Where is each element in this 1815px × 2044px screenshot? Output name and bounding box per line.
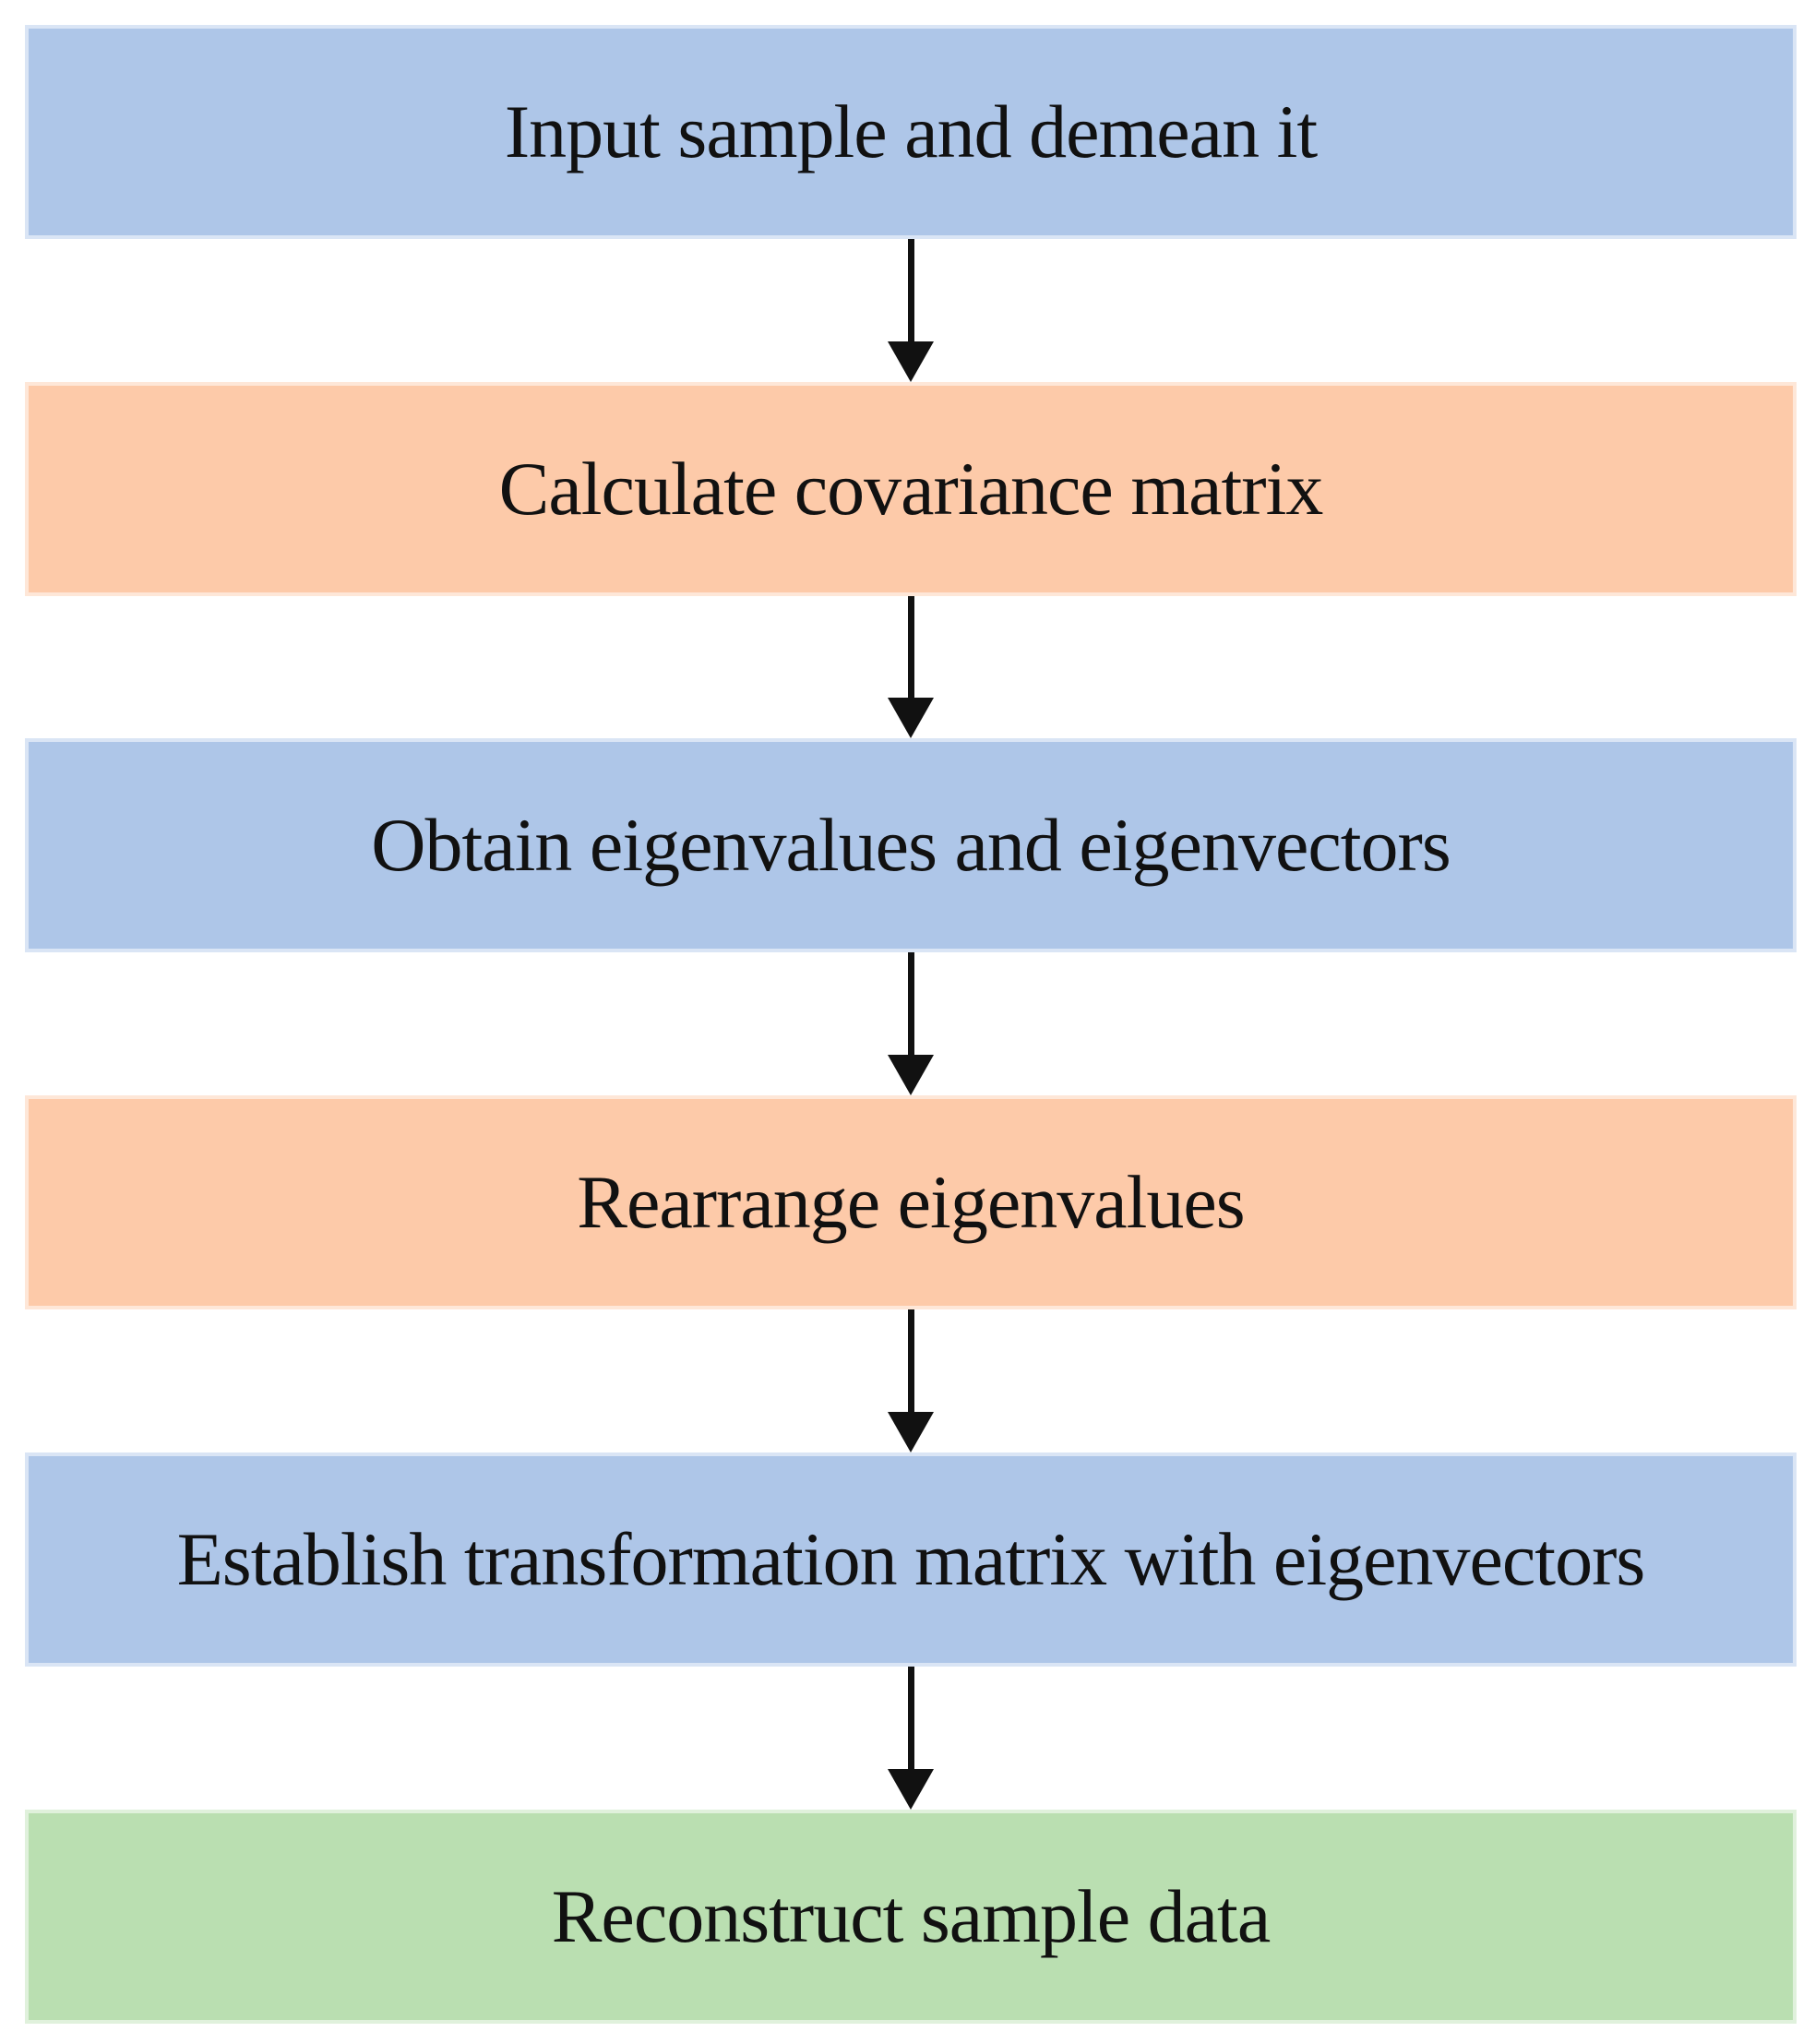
arrow-down-icon (888, 596, 934, 738)
arrow-down-icon (888, 1309, 934, 1452)
step-reconstruct-data: Reconstruct sample data (25, 1810, 1797, 2024)
step-label: Input sample and demean it (504, 90, 1318, 173)
step-covariance-matrix: Calculate covariance matrix (25, 382, 1797, 596)
step-eigen-decomposition: Obtain eigenvalues and eigenvectors (25, 738, 1797, 952)
step-label: Establish transformation matrix with eig… (176, 1517, 1646, 1601)
step-label: Rearrange eigenvalues (577, 1160, 1245, 1244)
arrow-down-icon (888, 239, 934, 382)
arrow-down-icon (888, 952, 934, 1095)
step-label: Reconstruct sample data (551, 1874, 1272, 1958)
step-label: Calculate covariance matrix (498, 447, 1324, 531)
step-rearrange-eigenvalues: Rearrange eigenvalues (25, 1095, 1797, 1309)
step-label: Obtain eigenvalues and eigenvectors (371, 803, 1451, 887)
step-transformation-matrix: Establish transformation matrix with eig… (25, 1452, 1797, 1667)
arrow-down-icon (888, 1667, 934, 1810)
step-input-sample: Input sample and demean it (25, 25, 1797, 239)
